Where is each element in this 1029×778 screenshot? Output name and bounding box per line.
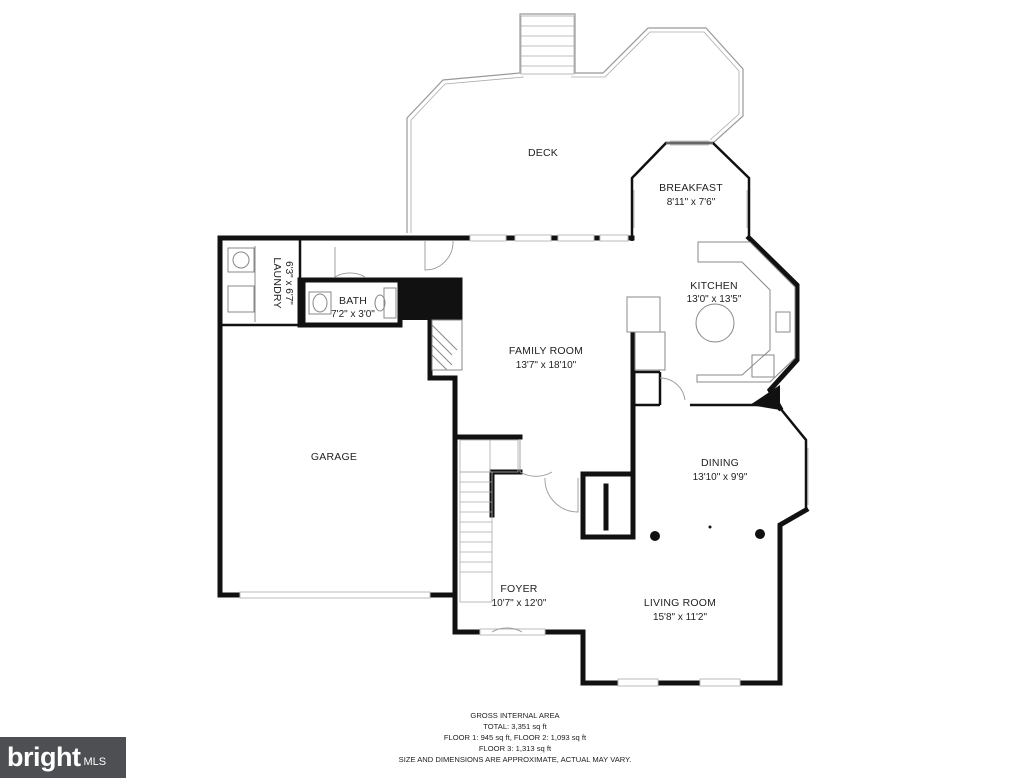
deck-stairs <box>520 15 575 75</box>
deck-area <box>406 13 744 233</box>
kitchen-dims: 13'0" x 13'5" <box>687 294 742 305</box>
bath-label: BATH <box>339 295 367 307</box>
bright-mls-logo: bright MLS <box>0 737 126 778</box>
area-total: TOTAL: 3,351 sq ft <box>483 722 547 731</box>
top-windows <box>239 234 741 687</box>
laundry-label: LAUNDRY <box>271 257 283 308</box>
dining-dims: 13'10" x 9'9" <box>693 472 748 483</box>
living-room-label: LIVING ROOM <box>644 597 716 609</box>
area-disclaimer: SIZE AND DIMENSIONS ARE APPROXIMATE, ACT… <box>399 755 632 764</box>
doors <box>334 240 686 633</box>
dining-label: DINING <box>701 457 739 469</box>
logo-brand-text: bright <box>7 742 81 772</box>
kitchen-label: KITCHEN <box>690 280 738 292</box>
bath-dims: 7'2" x 3'0" <box>331 309 375 320</box>
fireplace <box>431 319 463 371</box>
family-room-dims: 13'7" x 18'10" <box>516 360 577 371</box>
area-floors-1-2: FLOOR 1: 945 sq ft, FLOOR 2: 1,093 sq ft <box>444 733 587 742</box>
foyer-dims: 10'7" x 12'0" <box>492 598 547 609</box>
area-heading: GROSS INTERNAL AREA <box>470 711 560 720</box>
walls <box>217 234 810 686</box>
foyer-label: FOYER <box>500 583 537 595</box>
bath-fixtures <box>308 287 397 319</box>
area-notes: GROSS INTERNAL AREA TOTAL: 3,351 sq ft F… <box>399 711 632 764</box>
deck-label: DECK <box>528 147 558 159</box>
laundry-dims: 6'3" x 6'7" <box>283 261 294 305</box>
family-room-label: FAMILY ROOM <box>509 345 583 357</box>
living-room-dims: 15'8" x 11'2" <box>653 612 708 623</box>
interior-stairs <box>459 439 519 603</box>
columns <box>650 525 765 541</box>
logo-suffix-text: MLS <box>83 756 107 768</box>
breakfast-dims: 8'11" x 7'6" <box>667 197 716 208</box>
garage-label: GARAGE <box>311 451 357 463</box>
area-floor-3: FLOOR 3: 1,313 sq ft <box>479 744 552 753</box>
kitchen-fixtures <box>626 241 796 383</box>
breakfast-label: BREAKFAST <box>659 182 723 194</box>
breakfast-bay <box>630 140 751 241</box>
laundry-fixtures <box>227 246 256 322</box>
